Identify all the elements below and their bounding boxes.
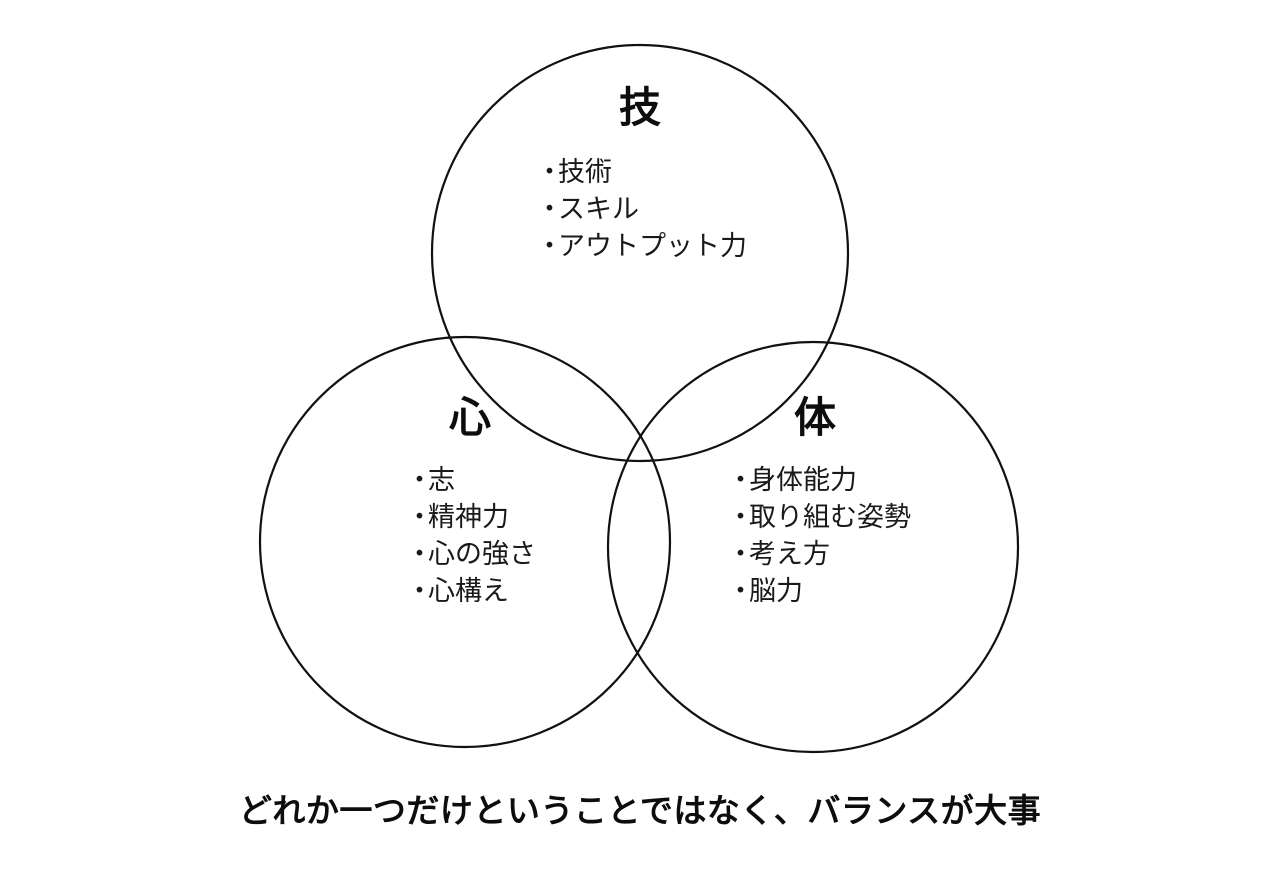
venn-item-list-waza: ・技術 ・スキル ・アウトプット力 [536,154,747,265]
list-item-label: 心構え [428,576,509,606]
venn-label-waza: 技 [618,84,661,131]
list-item-label: 精神力 [428,502,509,532]
venn-circle-waza [430,43,850,463]
venn-item-list-tai: ・身体能力 ・取り組む姿勢 ・考え方 ・脳力 [727,462,911,610]
list-item: ・心の強さ [406,536,536,573]
venn-circle-shin [258,335,672,749]
list-item-label: 技術 [558,157,612,187]
bullet-icon: ・ [727,502,754,532]
list-item-label: スキル [558,194,639,224]
list-item-label: 心の強さ [428,539,536,569]
bullet-icon: ・ [727,576,754,606]
bullet-icon: ・ [727,539,754,569]
bullet-icon: ・ [536,157,563,187]
list-item-label: 志 [428,465,455,495]
bullet-icon: ・ [406,539,433,569]
list-item: ・志 [406,462,536,499]
venn-item-list-shin: ・志 ・精神力 ・心の強さ ・心構え [406,462,536,610]
list-item: ・脳力 [727,573,911,610]
list-item-label: 身体能力 [749,465,857,495]
bullet-icon: ・ [406,502,433,532]
venn-label-shin: 心 [448,394,491,441]
venn-circle-tai [606,340,1020,754]
list-item-label: アウトプット力 [558,231,747,261]
venn-label-tai: 体 [793,394,836,441]
list-item: ・技術 [536,154,747,191]
bullet-icon: ・ [536,231,563,261]
list-item: ・考え方 [727,536,911,573]
list-item: ・取り組む姿勢 [727,499,911,536]
list-item: ・精神力 [406,499,536,536]
list-item-label: 脳力 [749,576,803,606]
list-item: ・スキル [536,191,747,228]
bullet-icon: ・ [406,576,433,606]
list-item: ・アウトプット力 [536,228,747,265]
list-item-label: 考え方 [749,539,830,569]
bullet-icon: ・ [406,465,433,495]
bullet-icon: ・ [536,194,563,224]
bullet-icon: ・ [727,465,754,495]
list-item: ・身体能力 [727,462,911,499]
list-item-label: 取り組む姿勢 [749,502,911,532]
diagram-caption: どれか一つだけということではなく、バランスが大事 [238,792,1042,829]
list-item: ・心構え [406,573,536,610]
